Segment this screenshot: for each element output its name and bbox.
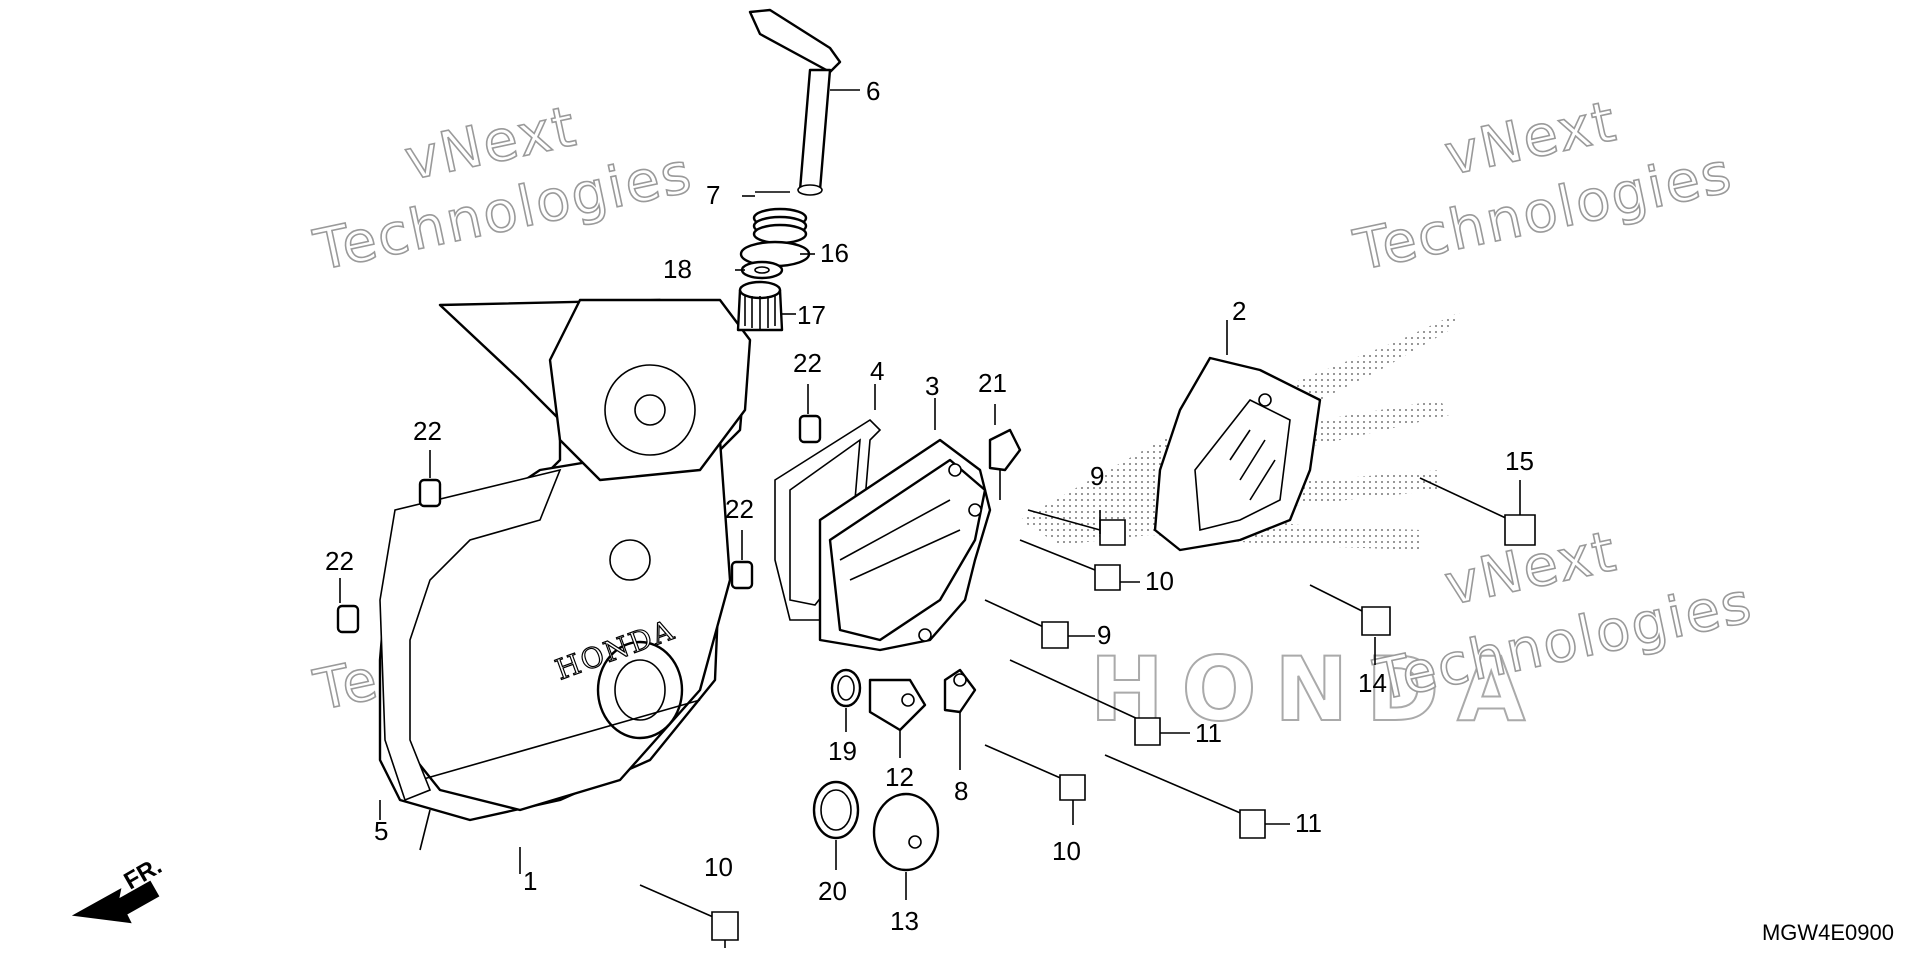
dowel[interactable] bbox=[798, 414, 822, 444]
part-label-1[interactable]: 1 bbox=[523, 866, 537, 896]
part-label-13[interactable]: 13 bbox=[890, 906, 919, 936]
part-label-7[interactable]: 7 bbox=[706, 180, 720, 210]
part-label-22c[interactable]: 22 bbox=[793, 348, 822, 378]
dowel[interactable] bbox=[418, 478, 442, 508]
leader-lines bbox=[339, 89, 1521, 948]
bolt-11-head[interactable] bbox=[1134, 717, 1161, 746]
part-label-3[interactable]: 3 bbox=[925, 371, 939, 401]
part-label-10b[interactable]: 10 bbox=[1052, 836, 1081, 866]
part-label-4[interactable]: 4 bbox=[870, 356, 884, 386]
bolt-14-head[interactable] bbox=[1361, 606, 1391, 636]
part-label-6[interactable]: 6 bbox=[866, 76, 880, 106]
part-13-plug[interactable] bbox=[872, 792, 940, 872]
dowel[interactable] bbox=[730, 560, 754, 590]
part-16-spring[interactable] bbox=[739, 207, 811, 268]
part-label-22a[interactable]: 22 bbox=[413, 416, 442, 446]
part-label-21[interactable]: 21 bbox=[978, 368, 1007, 398]
bolt-15-head[interactable] bbox=[1504, 514, 1536, 546]
part-label-22b[interactable]: 22 bbox=[325, 546, 354, 576]
part-label-17[interactable]: 17 bbox=[797, 300, 826, 330]
part-label-15[interactable]: 15 bbox=[1505, 446, 1534, 476]
part-label-9b[interactable]: 9 bbox=[1097, 620, 1111, 650]
bolt-10-head[interactable] bbox=[711, 911, 739, 941]
dowel[interactable] bbox=[336, 604, 360, 634]
front-indicator-label: FR. bbox=[120, 852, 167, 895]
part-label-2[interactable]: 2 bbox=[1232, 296, 1246, 326]
bolts[interactable] bbox=[639, 477, 1536, 941]
background-logo-text: HONDA bbox=[1090, 638, 1543, 741]
part-label-11[interactable]: 11 bbox=[1195, 718, 1222, 748]
front-arrow: FR. bbox=[71, 852, 167, 924]
part-20-o-ring[interactable] bbox=[812, 780, 860, 840]
bolt-11-head[interactable] bbox=[1239, 809, 1266, 839]
part-label-8[interactable]: 8 bbox=[954, 776, 968, 806]
part-label-22d[interactable]: 22 bbox=[725, 494, 754, 524]
part-18-washer[interactable] bbox=[740, 260, 784, 280]
part-label-12[interactable]: 12 bbox=[885, 762, 914, 792]
part-19-o-ring[interactable] bbox=[830, 668, 862, 708]
part-3-cover[interactable] bbox=[818, 438, 992, 652]
diagram-code: MGW4E0900 bbox=[1761, 920, 1894, 945]
arrow-icon bbox=[71, 880, 160, 924]
bolt-9-head[interactable] bbox=[1041, 621, 1069, 649]
part-8-clamp[interactable] bbox=[943, 668, 977, 714]
part-2-cover[interactable] bbox=[1153, 356, 1322, 552]
part-label-5[interactable]: 5 bbox=[374, 816, 388, 846]
part-label-19[interactable]: 19 bbox=[828, 736, 857, 766]
part-labels: 1 2 3 4 5 6 7 8 9 9 10 10 10 11 11 12 13… bbox=[325, 76, 1534, 936]
part-12-plug[interactable] bbox=[868, 678, 927, 732]
bolt-10-head[interactable] bbox=[1059, 774, 1086, 801]
part-label-16[interactable]: 16 bbox=[820, 238, 849, 268]
part-label-10c[interactable]: 10 bbox=[704, 852, 733, 882]
part-22-dowels[interactable] bbox=[336, 414, 822, 634]
part-label-14[interactable]: 14 bbox=[1358, 668, 1387, 698]
part-label-11b[interactable]: 11 bbox=[1295, 808, 1322, 838]
part-label-10[interactable]: 10 bbox=[1145, 566, 1174, 596]
part-label-18[interactable]: 18 bbox=[663, 254, 692, 284]
part-5-gasket[interactable] bbox=[379, 468, 562, 802]
part-21-clamp[interactable] bbox=[988, 428, 1022, 500]
bolt-9-head[interactable] bbox=[1099, 519, 1126, 546]
part-label-9[interactable]: 9 bbox=[1090, 461, 1104, 491]
part-label-20[interactable]: 20 bbox=[818, 876, 847, 906]
bolt-10-head[interactable] bbox=[1094, 564, 1121, 591]
part-6-shaft[interactable] bbox=[748, 8, 842, 196]
part-17-bearing[interactable] bbox=[736, 280, 784, 332]
